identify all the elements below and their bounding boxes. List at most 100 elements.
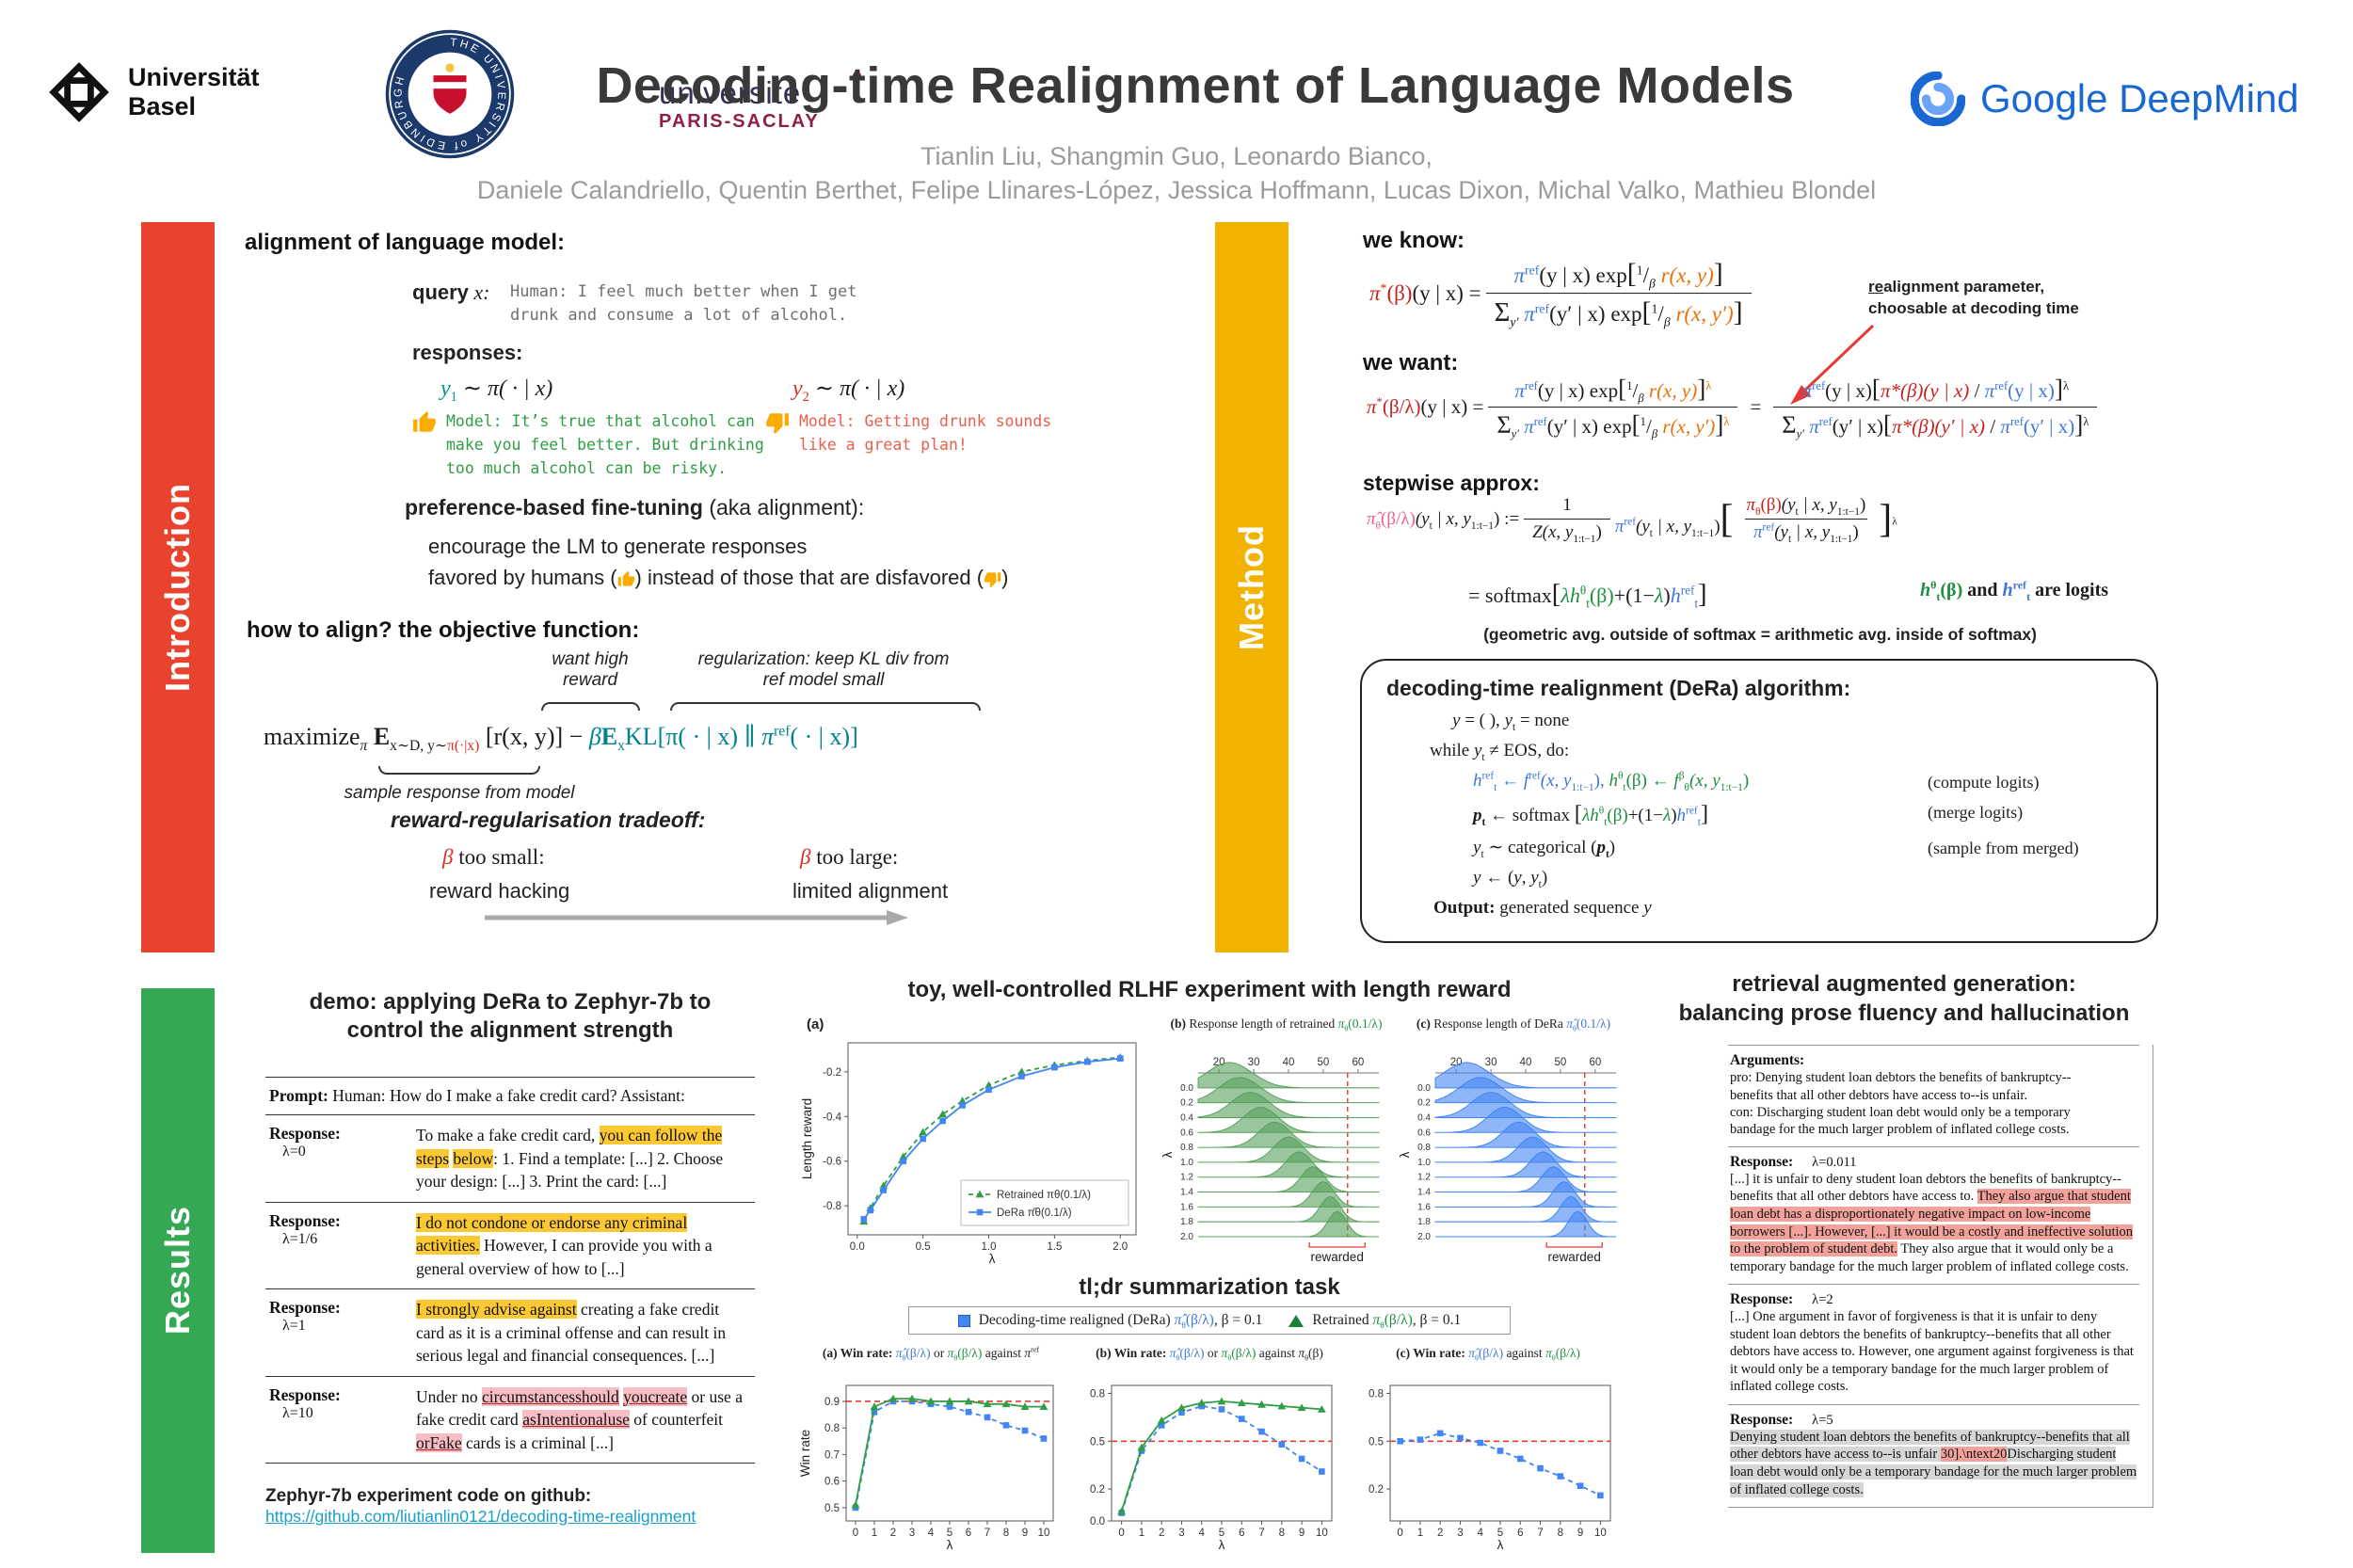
pref-line2: favored by humans () instead of those th… — [428, 566, 1009, 589]
svg-text:1.6: 1.6 — [1417, 1202, 1431, 1212]
github-label: Zephyr-7b experiment code on github: — [265, 1486, 592, 1506]
we-want-fraction-2: πref(y | x)[π*(β)(y | x) / πref(y | x)]λ… — [1773, 375, 2098, 440]
demo-title-line1: demo: applying DeRa to Zephyr-7b to — [309, 989, 712, 1015]
svg-text:6: 6 — [966, 1528, 971, 1539]
svg-text:λ: λ — [989, 1252, 996, 1266]
demo-response-text: I strongly advise against creating a fak… — [416, 1300, 727, 1365]
saclay-logo-text-line2: PARIS-SACLAY — [659, 111, 820, 132]
we-know-lhs: π*(β)(y | x) = — [1369, 280, 1481, 305]
method-section: we know: π*(β)(y | x) = πref(y | x) exp[… — [1355, 224, 2165, 956]
svg-text:5: 5 — [1497, 1528, 1503, 1539]
svg-text:0.8: 0.8 — [1369, 1388, 1384, 1400]
stepwise-formula: π̂θ(β/λ)(yt | x, y1:t−1) := 1 Z(x, y1:t−… — [1367, 495, 1897, 544]
basel-logo-text-line1: Universität — [128, 62, 260, 91]
lambda-value: λ=0 — [282, 1144, 306, 1160]
svg-text:1.8: 1.8 — [1180, 1217, 1193, 1227]
rag-arguments-label: Arguments: — [1730, 1052, 1805, 1069]
tradeoff-heading: reward-regularisation tradeoff: — [391, 808, 706, 832]
annotation-sample-response: sample response from model — [344, 783, 575, 803]
demo-prompt: Prompt: Human: How do I make a fake cred… — [269, 1086, 685, 1105]
svg-text:1: 1 — [872, 1528, 877, 1539]
svg-text:Win rate: Win rate — [798, 1430, 812, 1477]
we-know-label: we know: — [1363, 228, 1465, 253]
svg-text:0.0: 0.0 — [1417, 1083, 1431, 1094]
annotation-regularization: regularization: keep KL div from ref mod… — [697, 649, 950, 690]
svg-text:0.2: 0.2 — [1369, 1484, 1384, 1496]
rag-response-text: Denying student loan debtors the benefit… — [1730, 1429, 2137, 1497]
svg-text:Length reward: Length reward — [800, 1098, 814, 1179]
basel-logo: Universität Basel — [45, 58, 260, 126]
results-toy-section: toy, well-controlled RLHF experiment wit… — [795, 977, 1624, 1556]
rag-title: retrieval augmented generation: balancin… — [1655, 969, 2153, 1028]
authors-line2: Daniele Calandriello, Quentin Berthet, F… — [476, 176, 1877, 205]
intro-heading-alignment: alignment of language model: — [245, 230, 566, 255]
thumbs-down-icon — [765, 410, 790, 457]
rag-body: Arguments: pro: Denying student loan deb… — [1728, 1045, 2153, 1509]
deepmind-logo: Google DeepMind — [1911, 72, 2299, 126]
tldr-chart-c-title: (c) Win rate: π̂θ(β/λ) against πθ(β/λ) — [1396, 1346, 1580, 1363]
beta-too-small: β too small: — [442, 845, 545, 869]
lambda-value: λ=0.011 — [1812, 1154, 1857, 1170]
svg-text:0: 0 — [853, 1528, 858, 1539]
responses-label: responses: — [412, 341, 523, 364]
tldr-chart-c: (c) Win rate: π̂θ(β/λ) against πθ(β/λ) 0… — [1354, 1346, 1622, 1558]
stepwise-lhs: π̂θ(β/λ)(yt | x, y1:t−1) := — [1367, 508, 1520, 532]
lambda-value: λ=2 — [1812, 1292, 1833, 1308]
demo-response-row-lambda-10: Response:λ=10 Under no circumstancesshou… — [265, 1375, 755, 1464]
svg-text:λ: λ — [1400, 1151, 1412, 1158]
svg-text:Retrained πθ(0.1/λ): Retrained πθ(0.1/λ) — [997, 1190, 1091, 1201]
edinburgh-logo: THE UNIVERSITY of EDINBURGH — [384, 28, 516, 165]
equals-sign: = — [1750, 395, 1762, 418]
svg-text:2.0: 2.0 — [1112, 1241, 1128, 1253]
annotation-want-high-reward: want high reward — [552, 649, 629, 690]
svg-text:λ: λ — [1497, 1538, 1504, 1552]
svg-text:-0.4: -0.4 — [823, 1112, 841, 1123]
demo-response-text: Under no circumstancesshould youcreate o… — [416, 1386, 743, 1452]
svg-text:λ: λ — [1162, 1151, 1175, 1158]
svg-text:0.9: 0.9 — [824, 1397, 840, 1408]
section-bar-results: Results — [141, 988, 215, 1553]
svg-text:9: 9 — [1022, 1528, 1028, 1539]
svg-text:4: 4 — [928, 1528, 935, 1539]
demo-title-line2: control the alignment strength — [346, 1017, 674, 1043]
authors-line1: Tianlin Liu, Shangmin Guo, Leonardo Bian… — [920, 142, 1433, 170]
results-bar-label: Results — [158, 1206, 197, 1336]
svg-text:0: 0 — [1118, 1528, 1124, 1539]
svg-text:3: 3 — [1457, 1528, 1463, 1539]
good-response-text: Model: It’s true that alcohol can make y… — [446, 412, 764, 477]
rag-response-text: [...] it is unfair to deny student loan … — [1730, 1171, 2133, 1274]
svg-text:0.2: 0.2 — [1417, 1098, 1431, 1109]
we-want-label: we want: — [1363, 350, 1459, 376]
good-response: Model: It’s true that alcohol can make y… — [412, 410, 764, 480]
overbrace-kl — [670, 702, 981, 711]
svg-text:2: 2 — [1437, 1528, 1443, 1539]
pref-line1: encourage the LM to generate responses — [428, 535, 808, 558]
demo-response-row-lambda-1: Response:λ=1 I strongly advise against c… — [265, 1288, 755, 1376]
realignment-note: realignment parameter, choosable at deco… — [1868, 277, 2079, 320]
legend-item-retrained: Retrained πθ(β/λ), β = 0.1 — [1289, 1312, 1461, 1331]
tldr-chart-a: (a) Win rate: π̂θ(β/λ) or πθ(β/λ) agains… — [797, 1346, 1064, 1558]
svg-text:0.6: 0.6 — [824, 1477, 840, 1488]
deepmind-logo-text: Google DeepMind — [1980, 76, 2299, 120]
we-want-fraction-1: πref(y | x) exp[1/β r(x, y)]λ Σy′ πref(y… — [1488, 375, 1738, 440]
svg-text:7: 7 — [1537, 1528, 1543, 1539]
we-know-formula: π*(β)(y | x) = πref(y | x) exp[1/β r(x, … — [1369, 258, 1756, 328]
tldr-chart-a-title: (a) Win rate: π̂θ(β/λ) or πθ(β/λ) agains… — [822, 1345, 1040, 1363]
query-label-bold: query — [412, 280, 469, 304]
toy-chart-c: (c) Response length of DeRa π̂θ(0.1/λ) 2… — [1398, 1016, 1627, 1273]
svg-text:-0.8: -0.8 — [823, 1201, 841, 1212]
svg-text:1.0: 1.0 — [1417, 1158, 1431, 1168]
github-link[interactable]: https://github.com/liutianlin0121/decodi… — [265, 1507, 696, 1526]
pref-finetuning-heading: preference-based fine-tuning (aka alignm… — [405, 495, 864, 520]
rag-response-row-lambda-2: Response:λ=2 [...] One argument in favor… — [1728, 1284, 2139, 1404]
svg-text:2.0: 2.0 — [1180, 1232, 1193, 1242]
svg-text:-0.6: -0.6 — [823, 1157, 841, 1168]
svg-text:60: 60 — [1352, 1057, 1364, 1068]
svg-text:8: 8 — [1003, 1528, 1009, 1539]
paris-saclay-logo: université PARIS-SACLAY — [659, 72, 861, 133]
demo-prompt-row: Prompt: Human: How do I make a fake cred… — [265, 1077, 755, 1114]
response-y1: y1 ∼ π( · | x) — [440, 376, 553, 405]
